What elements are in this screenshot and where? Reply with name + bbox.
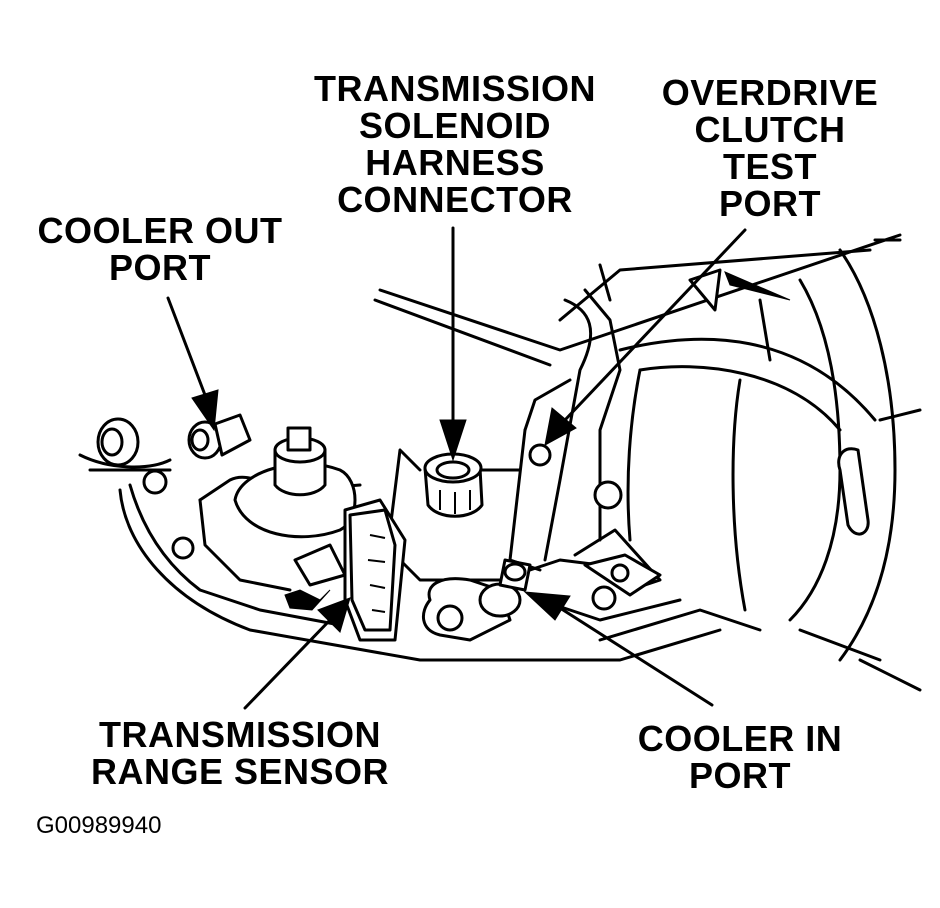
range-sensor-connector [284,498,407,642]
transmission-case-outline [78,233,922,692]
cooler-out-port-fitting [96,413,252,467]
cooler-in-port-fitting [421,558,532,642]
label-line: TEST [722,146,817,187]
leader-arrows [166,226,747,710]
label-line: CONNECTOR [337,179,573,220]
label-line: HARNESS [365,142,545,183]
label-transmission-solenoid-harness-connector: TRANSMISSION SOLENOID HARNESS CONNECTOR [300,70,610,218]
label-line: SOLENOID [358,105,551,146]
label-line: PORT [718,183,821,224]
label-line: TRANSMISSION [313,68,596,109]
label-line: PORT [108,247,211,288]
label-line: TRANSMISSION [98,714,381,755]
label-line: PORT [688,755,791,796]
label-line: COOLER OUT [37,210,283,251]
label-line: COOLER IN [637,718,843,759]
label-cooler-in-port: COOLER IN PORT [610,720,870,794]
figure-code: G00989940 [36,812,162,839]
solenoid-harness-connector-part [423,452,484,518]
label-cooler-out-port: COOLER OUT PORT [20,212,300,286]
label-line: CLUTCH [694,109,846,150]
range-sensor-shaft [233,426,357,539]
label-transmission-range-sensor: TRANSMISSION RANGE SENSOR [75,716,405,790]
label-line: OVERDRIVE [661,72,879,113]
label-overdrive-clutch-test-port: OVERDRIVE CLUTCH TEST PORT [640,74,900,222]
label-line: RANGE SENSOR [90,751,390,792]
